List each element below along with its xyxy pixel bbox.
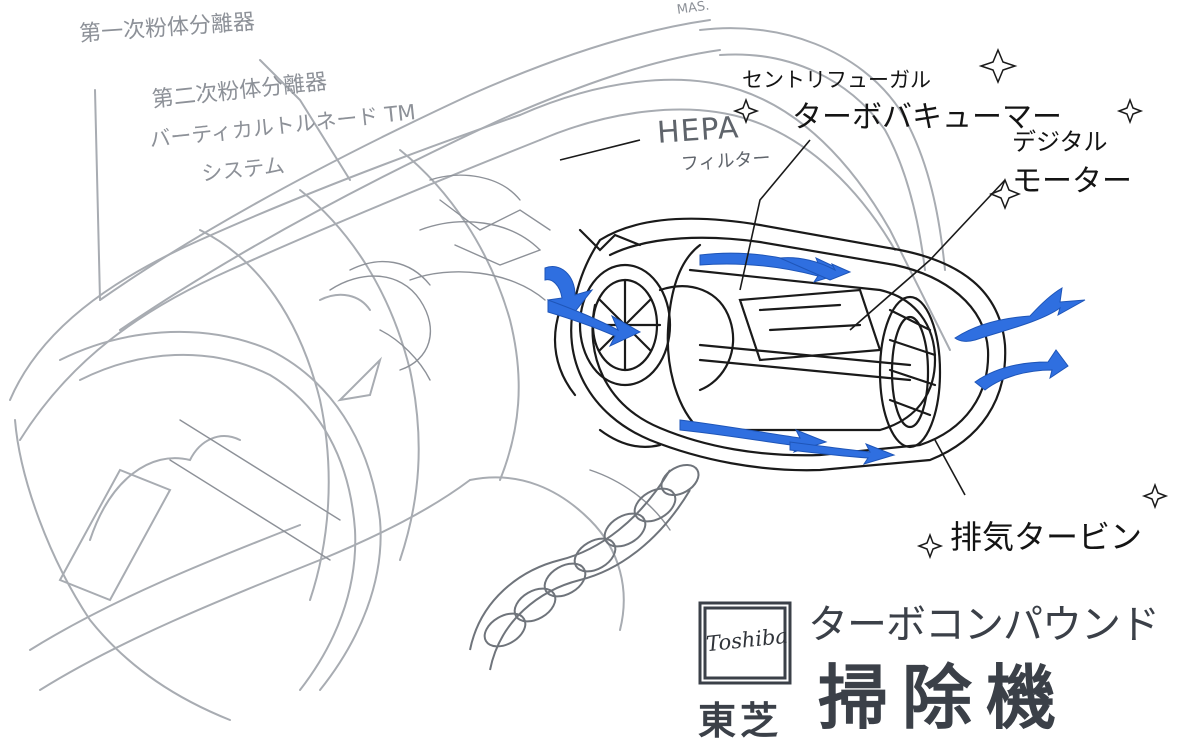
logo-frame [698, 601, 792, 685]
motor-label: モーター [1012, 164, 1132, 199]
hepa-label: HEPA [656, 110, 741, 151]
product-type: 掃除機 [818, 657, 1070, 739]
brand-name: 東芝 [698, 699, 783, 743]
cyclone-inner-hatching [169, 174, 671, 561]
sparkle-accents [732, 48, 1169, 560]
motor-housing [553, 217, 1007, 472]
leader-lines [559, 139, 1006, 496]
cyclone-outer-shell [9, 19, 951, 721]
chain-links [469, 463, 700, 671]
airflow-arrows [544, 252, 1086, 465]
centrifugal-label: セントリフューガル [742, 68, 931, 92]
digital-label: デジタル [1012, 128, 1108, 156]
product-name: ターボコンパウンド [808, 602, 1160, 648]
exhaust-turbine-label: 排気タービン [950, 518, 1143, 556]
turbo-vacuum-label: ターボバキューマー [792, 100, 1062, 135]
